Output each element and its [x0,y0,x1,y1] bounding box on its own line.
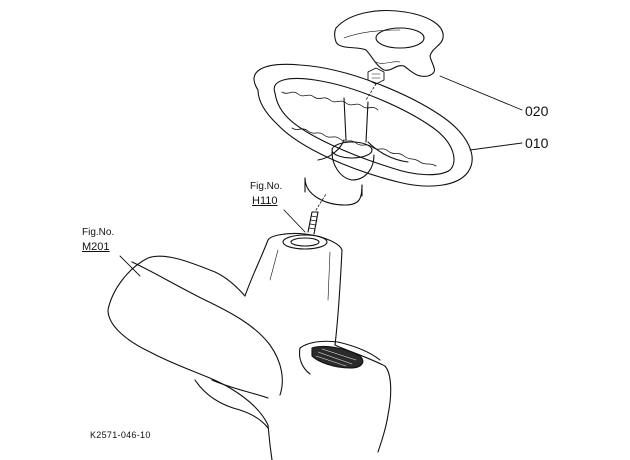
steering-wheel [253,63,473,206]
leader-line-h110 [283,209,306,233]
fig-reference-m201[interactable]: M201 [82,241,110,253]
steering-column-housing [107,232,392,460]
drawing-number: K2571-046-10 [90,430,151,440]
leader-line-010 [469,142,523,151]
leader-line-m201 [119,255,141,277]
fig-reference-h110[interactable]: H110 [252,195,278,207]
part-number-020: 020 [525,103,549,119]
fig-prefix-m201: Fig.No. [82,227,115,238]
leader-line-020 [439,75,523,111]
steering-shaft [307,193,327,235]
center-cap [333,10,444,77]
leader-lines [119,75,523,277]
fig-prefix-h110: Fig.No. [250,181,283,192]
part-number-010: 010 [525,135,549,151]
